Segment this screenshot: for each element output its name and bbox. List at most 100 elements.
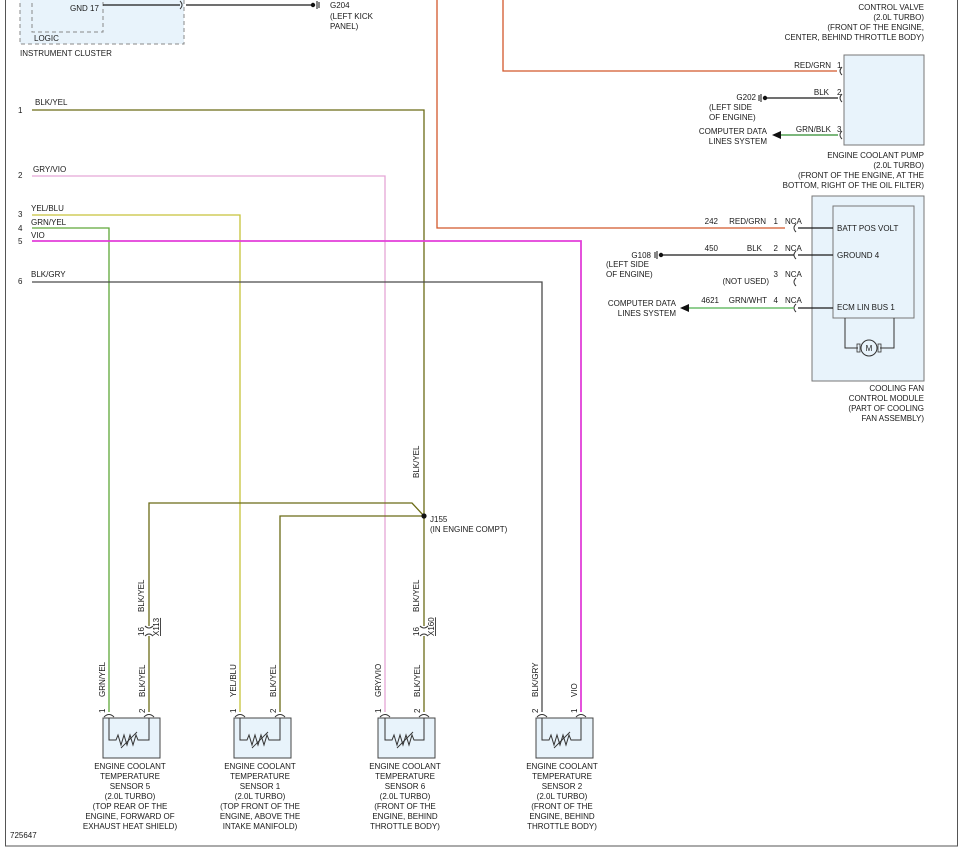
fan-pin-2-conn: NCA	[785, 244, 803, 253]
diagram-frame	[5, 0, 958, 847]
wire-vio	[32, 240, 582, 712]
sensor-1-line-6: ENGINE, ABOVE THE	[220, 812, 300, 821]
wire-splice-s1	[279, 515, 424, 712]
splice-dot	[421, 513, 427, 519]
fan-pin-2-num: 2	[774, 244, 779, 253]
cooling-fan-module: 1 NCA RED/GRN 242 BATT POS VOLT 2 NCA BL…	[606, 195, 925, 423]
sensor-5-wire-b: BLK/YEL	[138, 664, 147, 697]
splice-wire-label: BLK/YEL	[412, 445, 421, 478]
sensor-5-pin-b: 2	[138, 708, 147, 713]
fan-pin-2-func: GROUND 4	[837, 251, 880, 260]
wire-label-6: BLK/GRY	[31, 270, 66, 279]
fan-pin-4-color: GRN/WHT	[729, 296, 767, 305]
sensor-5-line-2: TEMPERATURE	[100, 772, 160, 781]
fan-data-arrow-icon	[680, 304, 689, 312]
wire-label-2: GRY/VIO	[33, 165, 66, 174]
fan-pin-4-func: ECM LIN BUS 1	[837, 303, 895, 312]
sensor-5-pin-a: 1	[98, 708, 107, 713]
sensor-2-thermistor-icon	[541, 718, 582, 747]
fan-module-line-1: COOLING FAN	[869, 384, 924, 393]
wire-splice-x113	[148, 502, 425, 626]
wire-label-3: YEL/BLU	[31, 204, 64, 213]
wire-label-4: GRN/YEL	[31, 218, 67, 227]
pump-line-2: (2.0L TURBO)	[873, 161, 924, 170]
wire-pin-3: 3	[18, 210, 23, 219]
pump-wire-2: BLK	[814, 88, 830, 97]
control-valve-line-1: CONTROL VALVE	[858, 3, 924, 12]
g204-loc-2: PANEL)	[330, 22, 359, 31]
fan-pin-3-color: (NOT USED)	[722, 277, 769, 286]
control-valve-line-2: (2.0L TURBO)	[873, 13, 924, 22]
logic-label: LOGIC	[34, 34, 59, 43]
fan-pin-2-color: BLK	[747, 244, 763, 253]
fan-pin-1-conn: NCA	[785, 217, 803, 226]
wire-blk-yel-main	[32, 109, 425, 516]
sensor-6-line-2: TEMPERATURE	[375, 772, 435, 781]
g204-ground-icon	[310, 2, 316, 8]
sensor-1-line-5: (TOP FRONT OF THE	[220, 802, 300, 811]
sensor-6-thermistor-icon	[384, 718, 425, 747]
fan-pin-4-conn: NCA	[785, 296, 803, 305]
sensor-6-wire-b: BLK/YEL	[413, 664, 422, 697]
sensor-6-pin-b: 2	[413, 708, 422, 713]
pump-wire-3: GRN/BLK	[796, 125, 832, 134]
sensor-1-line-1: ENGINE COOLANT	[224, 762, 296, 771]
wire-pin-4: 4	[18, 224, 23, 233]
fan-module-inner-box	[832, 205, 915, 319]
control-valve-line-3: (FRONT OF THE ENGINE,	[827, 23, 924, 32]
sensor-5-line-4: (2.0L TURBO)	[105, 792, 156, 801]
sensor-1: YEL/BLU BLK/YEL 1 2 ENGINE COOLANT TEMPE…	[220, 664, 300, 831]
instrument-cluster-label: INSTRUMENT CLUSTER	[20, 49, 112, 58]
control-valve: CONTROL VALVE (2.0L TURBO) (FRONT OF THE…	[785, 3, 925, 42]
sensor-2-wire-b: VIO	[570, 683, 579, 697]
sensor-5-thermistor-icon	[108, 718, 150, 747]
pump-pin-2: 2	[837, 88, 842, 97]
wire-blk-gry	[32, 281, 543, 712]
wire-label-1: BLK/YEL	[35, 98, 68, 107]
wire-gry-vio	[32, 175, 386, 712]
fan-data-line-2: LINES SYSTEM	[618, 309, 677, 318]
sensor-5: GRN/YEL BLK/YEL 1 2 ENGINE COOLANT TEMPE…	[83, 661, 178, 831]
sensor-6-line-5: (FRONT OF THE	[374, 802, 435, 811]
g202-label: G202	[736, 93, 756, 102]
wire-red-grn-fan	[436, 0, 785, 229]
g108-loc-2: OF ENGINE)	[606, 270, 653, 279]
fan-motor-icon	[860, 339, 878, 357]
sensor-6-line-3: SENSOR 6	[385, 782, 426, 791]
sensor-5-line-7: EXHAUST HEAT SHIELD)	[83, 822, 178, 831]
sensor-2: BLK/GRY VIO 2 1 ENGINE COOLANT TEMPERATU…	[526, 662, 598, 831]
g204-label: G204	[330, 1, 350, 10]
sensor-5-wire-a: GRN/YEL	[98, 661, 107, 697]
left-wire-labels: 1 BLK/YEL 2 GRY/VIO 3 YEL/BLU 4 GRN/YEL …	[18, 98, 68, 286]
pump-line-1: ENGINE COOLANT PUMP	[827, 151, 924, 160]
sensor-2-pin-a: 2	[531, 708, 540, 713]
inline-connector-x113: 16 X113 BLK/YEL	[137, 579, 161, 637]
fan-pin-4-circuit: 4621	[701, 296, 719, 305]
sensor-2-line-2: TEMPERATURE	[532, 772, 592, 781]
sensor-1-line-7: INTAKE MANIFOLD)	[223, 822, 298, 831]
x113-id: X113	[152, 617, 161, 636]
pump-line-3: (FRONT OF THE ENGINE, AT THE	[798, 171, 924, 180]
wire-yel-blu	[32, 214, 241, 712]
fan-module-line-2: CONTROL MODULE	[849, 394, 924, 403]
x113-wire: BLK/YEL	[137, 579, 146, 612]
sensor-1-pin-b: 2	[269, 708, 278, 713]
sensor-2-wire-a: BLK/GRY	[531, 662, 540, 697]
splice-loc: (IN ENGINE COMPT)	[430, 525, 508, 534]
x160-id: X160	[427, 617, 436, 636]
sensor-2-pin-b: 1	[570, 708, 579, 713]
sensor-2-line-6: ENGINE, BEHIND	[529, 812, 595, 821]
sensor-1-wire-a: YEL/BLU	[229, 664, 238, 697]
wire-pin-2: 2	[18, 171, 23, 180]
pump-data-line-1: COMPUTER DATA	[699, 127, 768, 136]
sensor-1-thermistor-icon	[239, 718, 281, 747]
wire-grn-yel	[32, 227, 110, 712]
sensor-2-line-5: (FRONT OF THE	[531, 802, 592, 811]
g108-ground-icon	[658, 252, 664, 258]
coolant-pump-box	[843, 54, 925, 146]
pump-data-line-2: LINES SYSTEM	[709, 137, 768, 146]
fan-module-line-3: (PART OF COOLING	[848, 404, 924, 413]
g202-ground-icon	[762, 95, 768, 101]
fan-motor-label: M	[866, 344, 873, 353]
splice-j155: BLK/YEL J155 (IN ENGINE COMPT)	[412, 445, 508, 534]
